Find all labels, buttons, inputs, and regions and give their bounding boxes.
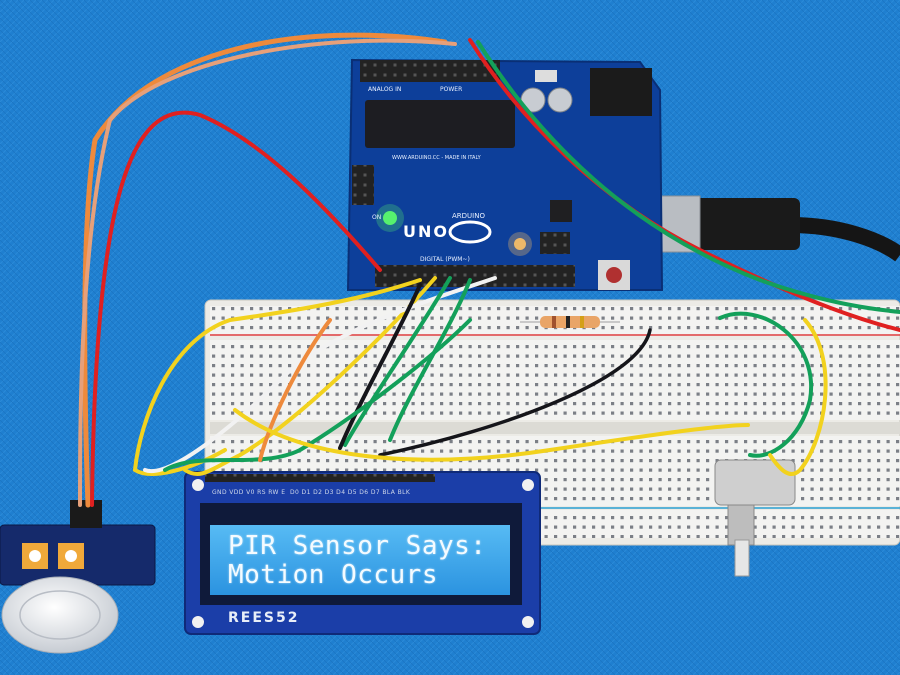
- lcd-brand-label: REES52: [228, 610, 300, 626]
- arduino-uno-board: [346, 58, 664, 291]
- arduino-on-label: ON: [372, 214, 382, 221]
- pir-sensor: [0, 500, 156, 654]
- arduino-brand-label: ARDUINO: [452, 212, 485, 220]
- lcd-line-2: Motion Occurs: [228, 560, 438, 590]
- arduino-digital-label: DIGITAL (PWM~): [420, 256, 470, 263]
- arduino-uno-logo: UNO: [403, 222, 449, 241]
- potentiometer: [714, 459, 796, 577]
- lcd-display-text: PIR Sensor Says: Motion Occurs: [228, 532, 486, 590]
- arduino-url-label: WWW.ARDUINO.CC - MADE IN ITALY: [392, 155, 481, 161]
- arduino-power-label: POWER: [440, 86, 463, 93]
- lcd-pin-labels: GND VDD V0 RS RW E D0 D1 D2 D3 D4 D5 D6 …: [212, 489, 411, 496]
- lcd-module: [184, 471, 541, 635]
- jumper-wires: [78, 32, 900, 508]
- lcd-line-1: PIR Sensor Says:: [228, 531, 487, 561]
- arduino-analog-label: ANALOG IN: [368, 86, 402, 93]
